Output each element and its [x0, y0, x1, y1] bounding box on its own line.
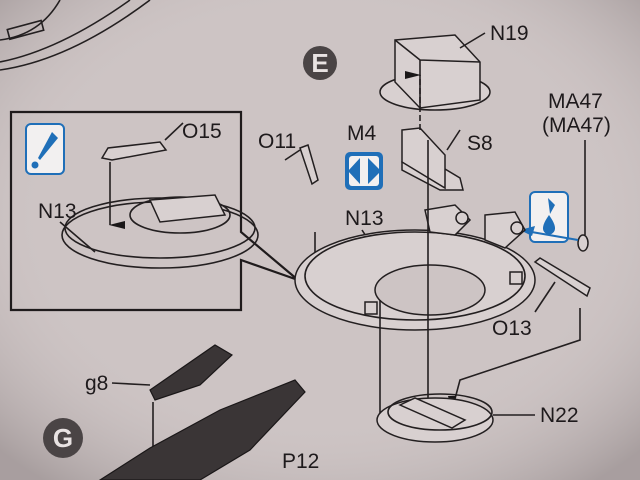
label-p12: P12 — [282, 450, 319, 473]
step-g-label: G — [53, 423, 73, 453]
label-o15: O15 — [182, 120, 222, 143]
part-n22 — [376, 393, 535, 443]
part-n13 — [294, 204, 536, 331]
part-labels: O15 N13 N19 S8 O11 M4 N13 MA47 (MA47) O1… — [38, 22, 611, 473]
double-arrow-icon — [345, 152, 383, 190]
label-n22: N22 — [540, 404, 579, 427]
label-ma47-alt: (MA47) — [542, 114, 611, 137]
previous-step-hull — [0, 0, 151, 71]
label-ma47: MA47 — [548, 90, 603, 113]
label-m4: M4 — [347, 122, 376, 145]
label-n13: N13 — [345, 207, 384, 230]
label-s8: S8 — [467, 132, 493, 155]
label-o13: O13 — [492, 317, 532, 340]
label-o11: O11 — [258, 130, 296, 153]
step-e-badge: E — [303, 46, 337, 80]
label-n19: N19 — [490, 22, 529, 45]
part-g8-and-gun — [98, 344, 306, 480]
detail-inset — [9, 110, 299, 312]
glue-drop-icon — [529, 191, 569, 243]
label-g8: g8 — [85, 372, 108, 395]
part-s8 — [401, 71, 464, 191]
label-n13-inset: N13 — [38, 200, 77, 223]
step-g-badge: G — [43, 418, 83, 458]
step-e-label: E — [311, 48, 328, 78]
part-n19 — [379, 32, 491, 111]
attention-icon — [25, 123, 65, 175]
